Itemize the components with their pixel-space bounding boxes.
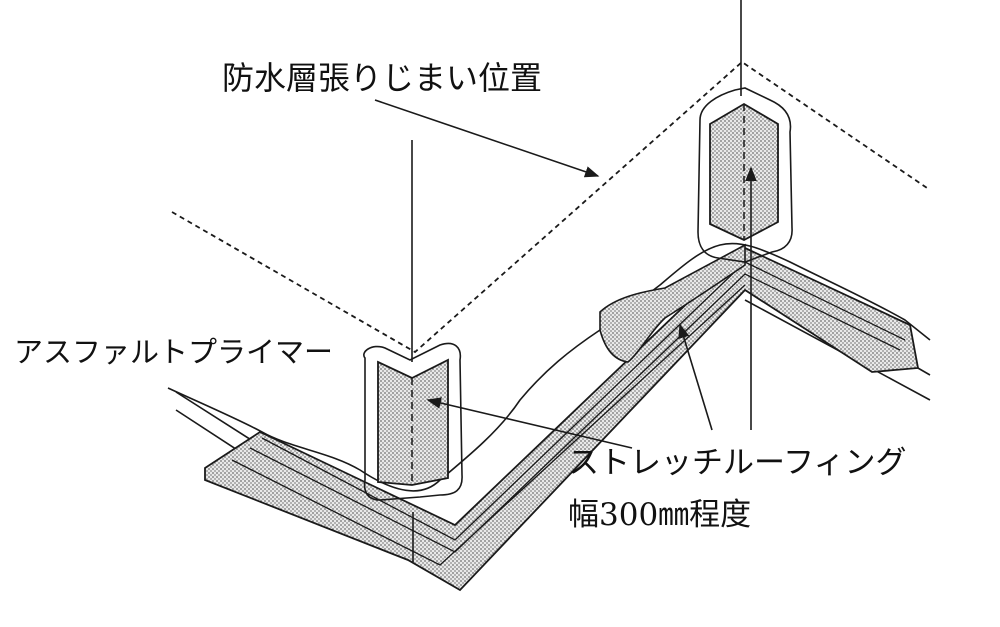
- stretch-roofing-band: [204, 246, 920, 592]
- label-stretch-roofing: ストレッチルーフィング: [568, 445, 907, 481]
- corner-piece-left-outline: [363, 342, 463, 501]
- leader-waterproof-end: [374, 99, 600, 178]
- asphalt-primer-boundary: [167, 242, 931, 492]
- corner-piece-right-outline: [697, 87, 793, 263]
- roofing-overlap-piece: [599, 243, 746, 363]
- waterproof-end-dashed-line: [171, 60, 931, 354]
- corner-piece-right: [709, 102, 779, 242]
- label-asphalt-primer: アスファルトプライマー: [14, 335, 334, 369]
- label-stretch-roofing-width: 幅300㎜程度: [568, 497, 752, 533]
- stretch-roofing-band-lines: [231, 261, 906, 566]
- leader-stretch-middle: [678, 323, 713, 431]
- leader-stretch-left: [426, 397, 633, 449]
- corner-piece-left: [377, 358, 449, 486]
- label-waterproof-end-position: 防水層張りじまい位置: [222, 59, 543, 97]
